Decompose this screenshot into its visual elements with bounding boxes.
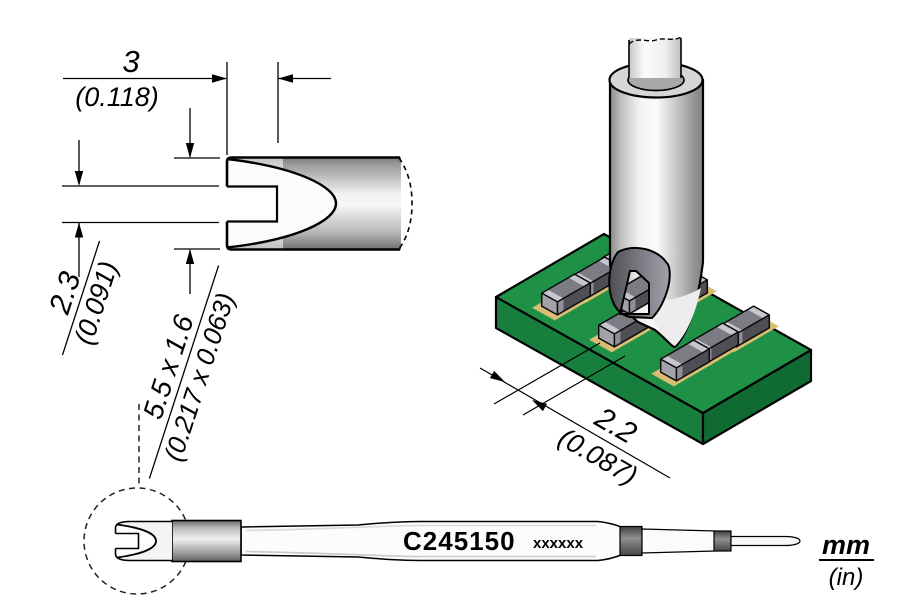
dimension-slot-depth-mm: 3: [122, 44, 139, 79]
dimension-tip-size: [174, 108, 220, 294]
dimension-slot-width-label-group: 2.3 (0.091): [43, 240, 124, 356]
dimension-tip-size-label-group: 5.5 x 1.6 (0.217 x 0.063): [137, 265, 241, 479]
units-legend: mm (in): [819, 530, 874, 591]
shank-break-line: [628, 36, 682, 45]
dimension-slot-depth-in: (0.118): [75, 82, 159, 112]
cartridge-band-1: [619, 525, 643, 557]
tip-working-face: [227, 159, 336, 248]
break-line: [398, 157, 413, 250]
soldering-tip-3d: [608, 36, 705, 349]
front-view-drawing: [225, 156, 413, 251]
cartridge-side-view: C245150 xxxxxx: [83, 404, 801, 595]
units-secondary-label: (in): [829, 564, 864, 591]
dimension-slot-depth: [63, 62, 331, 155]
tip-shank: [629, 38, 681, 78]
pcb-illustration: 2.2 (0.087): [479, 36, 813, 491]
tip-slot: [227, 186, 278, 222]
cartridge-band-2: [713, 530, 732, 552]
fork-blade: [608, 247, 671, 319]
cartridge-batch-marking: xxxxxx: [533, 535, 584, 552]
cartridge-rod: [730, 535, 801, 547]
dimension-slot-width: [62, 140, 219, 277]
units-primary-label: mm: [822, 530, 870, 560]
tip-sleeve: [171, 519, 242, 563]
cartridge-mid-section: [641, 528, 716, 554]
cartridge-model-label: C245150: [403, 526, 516, 556]
tip-plated-cone: [652, 288, 701, 346]
